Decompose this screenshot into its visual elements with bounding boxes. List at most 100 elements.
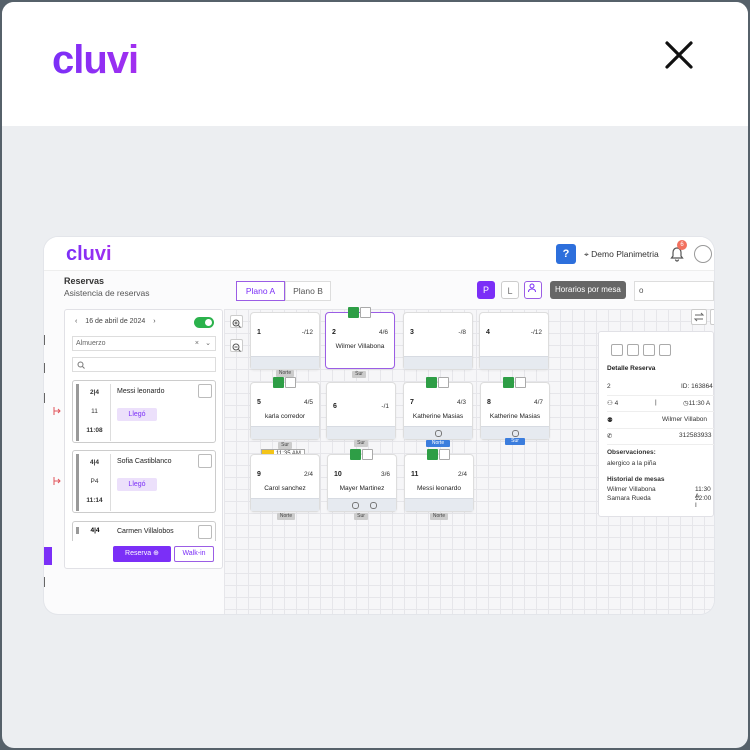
table-4[interactable]: 4 -/12 — [479, 312, 549, 370]
edit-icon[interactable] — [627, 344, 639, 356]
table-footer — [327, 426, 395, 439]
swap-icon[interactable] — [691, 309, 707, 325]
page-title: Reservas — [64, 276, 105, 286]
timer-icon — [439, 449, 450, 460]
reservation-card[interactable]: 4|4 Carmen Villalobos — [72, 521, 216, 541]
sidebar-icon[interactable] — [44, 577, 50, 587]
history-title: Historial de mesas — [607, 476, 665, 483]
crown-icon — [503, 377, 514, 388]
zone-label: Sur — [352, 371, 366, 378]
table-number: 7 — [410, 399, 414, 406]
status-badge[interactable]: Llegó — [117, 478, 157, 491]
pax-count: 4|4 — [76, 527, 111, 534]
reservation-card[interactable]: 2|4 11 11:08 Messi leonardo Llegó — [72, 380, 216, 443]
house-icon[interactable] — [198, 384, 212, 398]
help-button[interactable]: ? — [556, 244, 576, 264]
next-day-icon[interactable]: › — [153, 318, 156, 325]
table-guest: Mayer Martinez — [339, 485, 385, 492]
tooltip: Horarios por mesa — [550, 281, 626, 299]
table-5[interactable]: 5 4/5 karla corredor — [250, 382, 320, 440]
table-guest: Katherine Masias — [489, 413, 541, 420]
pax-value: 4 — [614, 400, 619, 407]
new-reservation-button[interactable]: Reserva ⊕ — [113, 546, 171, 562]
user-icon: ⚉ — [607, 417, 613, 424]
zoom-out-icon[interactable] — [230, 339, 243, 352]
timer-icon — [438, 377, 449, 388]
screenshot-preview: cluvi ? ⌖ Demo Planimetria 6 Reservas As… — [44, 237, 714, 614]
zoom-in-icon[interactable] — [230, 315, 243, 328]
divider — [607, 395, 714, 396]
table-8[interactable]: 8 4/7 Katherine Masias — [480, 382, 550, 440]
zone-label: Sur — [354, 440, 368, 447]
table-1[interactable]: 1 -/12 — [250, 312, 320, 370]
table-11[interactable]: 11 2/4 Messi leonardo — [404, 454, 474, 512]
house-icon[interactable] — [198, 525, 212, 539]
table-search-input[interactable]: o — [634, 281, 714, 301]
add-icon: ⊕ — [153, 550, 159, 557]
table-capacity: -/1 — [381, 403, 389, 410]
date-label: 16 de abril de 2024 — [85, 318, 146, 325]
table-3[interactable]: 3 -/8 — [403, 312, 473, 370]
shift-select[interactable]: Almuerzo × ⌄ — [72, 336, 216, 351]
search-icon — [77, 361, 85, 369]
zone-label: Norte — [276, 370, 294, 377]
crown-icon — [273, 377, 284, 388]
table-footer — [405, 498, 473, 511]
table-number: 4 — [486, 329, 490, 336]
chat-icon[interactable] — [435, 430, 442, 437]
detail-table: 2 — [607, 383, 611, 390]
tab-plano-a[interactable]: Plano A — [236, 281, 285, 301]
page-subtitle: Asistencia de reservas — [64, 288, 150, 298]
table-footer — [251, 426, 319, 439]
chat-icon[interactable] — [512, 430, 519, 437]
bulb-icon[interactable] — [370, 502, 377, 509]
table-status-icons — [350, 449, 373, 460]
zone-label: Sur — [354, 513, 368, 520]
table-7[interactable]: 7 4/3 Katherine Masias — [403, 382, 473, 440]
reservation-card[interactable]: 4|4 P4 11:14 Sofia Castiblanco Llegó — [72, 450, 216, 513]
sidebar-active-item[interactable] — [44, 547, 52, 565]
chevron-down-icon[interactable]: ⌄ — [205, 340, 211, 347]
sidebar-icon[interactable] — [44, 335, 50, 345]
history-time: 12:00 I — [695, 495, 712, 509]
sidebar-icon[interactable] — [44, 393, 50, 403]
prev-day-icon[interactable]: ‹ — [75, 318, 78, 325]
walk-in-button[interactable]: Walk-in — [174, 546, 214, 562]
eye-icon[interactable] — [611, 344, 623, 356]
table-6[interactable]: 6 -/1 — [326, 382, 396, 440]
table-status-icons — [273, 377, 296, 388]
table-status-icons — [348, 307, 371, 318]
user-avatar-icon[interactable] — [694, 245, 712, 263]
house-icon[interactable] — [198, 454, 212, 468]
chat-icon[interactable] — [352, 502, 359, 509]
close-icon[interactable] — [662, 38, 696, 72]
timer-icon — [515, 377, 526, 388]
phone-icon: ✆ — [607, 433, 613, 440]
panel-toggle-button[interactable] — [710, 309, 714, 325]
toggle-switch[interactable] — [194, 317, 214, 328]
warning-icon[interactable] — [659, 344, 671, 356]
table-10[interactable]: 10 3/6 Mayer Martinez — [327, 454, 397, 512]
exit-icon[interactable] — [53, 406, 63, 416]
people-icon[interactable] — [524, 281, 542, 299]
exit-icon[interactable] — [53, 476, 63, 486]
clear-icon[interactable]: × — [194, 340, 199, 347]
sidebar-icon[interactable] — [44, 363, 50, 373]
status-badge[interactable]: Llegó — [117, 408, 157, 421]
location-selector[interactable]: ⌖ Demo Planimetria — [584, 249, 659, 260]
walking-icon — [427, 449, 438, 460]
table-9[interactable]: 9 2/4 Carol sanchez — [250, 454, 320, 512]
cancel-icon[interactable] — [643, 344, 655, 356]
observations-title: Observaciones: — [607, 449, 656, 456]
p-view-button[interactable]: P — [477, 281, 495, 299]
reservation-search-input[interactable] — [72, 357, 216, 372]
table-status-icons — [427, 449, 450, 460]
detail-separator: | — [655, 399, 657, 406]
table-2[interactable]: 2 4/6 Wilmer Villabona — [325, 312, 395, 369]
l-view-button[interactable]: L — [501, 281, 519, 299]
reserva-label: Reserva — [125, 550, 152, 557]
divider — [607, 428, 714, 429]
date-picker[interactable]: ‹ 16 de abril de 2024 › — [75, 318, 156, 325]
tab-plano-b[interactable]: Plano B — [285, 281, 331, 301]
